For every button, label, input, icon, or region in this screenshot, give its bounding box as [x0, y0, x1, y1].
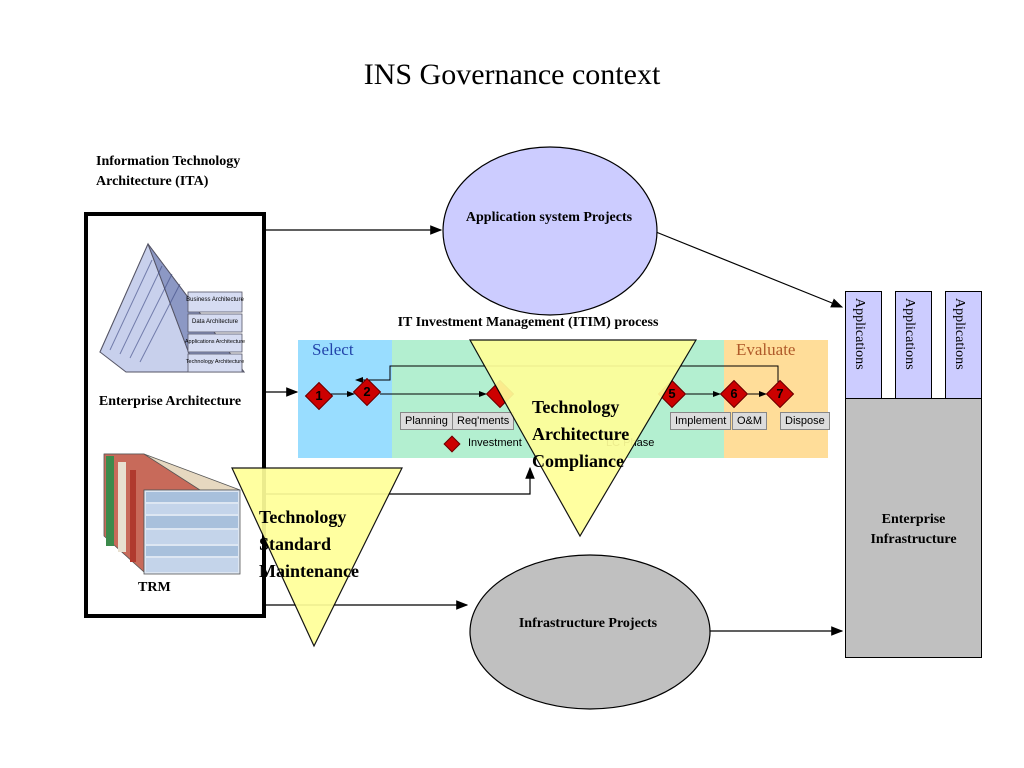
- ita-box: [84, 212, 266, 618]
- checkpoint-2-label: 2: [363, 384, 371, 399]
- phase-planning: Planning: [400, 412, 453, 430]
- pyramid-layer: Business Architecture: [186, 297, 244, 303]
- compliance-triangle: [468, 339, 698, 538]
- infrastructure-projects-ellipse: [469, 554, 711, 710]
- select-title: Select: [312, 340, 354, 359]
- phase-dispose: Dispose: [780, 412, 830, 430]
- ita-label: Information Technology Architecture (ITA…: [96, 154, 241, 189]
- phase-om: O&M: [732, 412, 768, 430]
- pyramid-layer: Technology Architecture: [186, 359, 244, 365]
- compliance-label: Technology Architecture Compliance: [532, 394, 656, 475]
- legend-investment: Investment: [468, 437, 522, 449]
- application-projects-ellipse: [442, 146, 658, 316]
- trm-label: TRM: [138, 580, 171, 595]
- evaluate-title: Evaluate: [736, 340, 796, 359]
- applications-column-3: Applications: [945, 291, 982, 400]
- checkpoint-7-label: 7: [776, 386, 784, 401]
- phase-requirements: Req'ments: [452, 412, 515, 430]
- applications-column-1: Applications: [845, 291, 882, 400]
- enterprise-architecture-label: Enterprise Architecture: [98, 394, 242, 409]
- phase-implement: Implement: [670, 412, 732, 430]
- itim-flow-lines: [330, 365, 779, 397]
- infrastructure-projects-label: Infrastructure Projects: [518, 616, 658, 631]
- enterprise-architecture-pyramid: Business Architecture Data Architecture …: [99, 242, 245, 373]
- standard-maintenance-text: Technology Standard Maintenance: [259, 507, 359, 581]
- pyramid-layer: Data Architecture: [192, 319, 239, 325]
- checkpoint-6-label: 6: [730, 386, 738, 401]
- applications-label: Applications: [852, 298, 867, 370]
- pyramid-layer: Applications Architecture: [185, 339, 245, 345]
- itim-label: IT Investment Management (ITIM) process: [397, 315, 659, 330]
- checkpoint-1-label: 1: [315, 388, 323, 403]
- standard-maintenance-triangle: [231, 467, 403, 648]
- trm-cube: [103, 453, 241, 575]
- checkpoint-5-label: 5: [668, 386, 676, 401]
- page-title: INS Governance context: [363, 58, 661, 91]
- applications-label: Applications: [952, 298, 967, 370]
- standard-maintenance-label: Technology Standard Maintenance: [259, 504, 389, 585]
- applications-column-2: Applications: [895, 291, 932, 400]
- enterprise-infrastructure-box: [845, 398, 982, 658]
- enterprise-infrastructure-label: Enterprise Infrastructure: [870, 512, 957, 547]
- applications-label: Applications: [902, 298, 917, 370]
- application-projects-label: Application system Projects: [465, 210, 633, 225]
- compliance-text: Technology Architecture Compliance: [532, 397, 630, 471]
